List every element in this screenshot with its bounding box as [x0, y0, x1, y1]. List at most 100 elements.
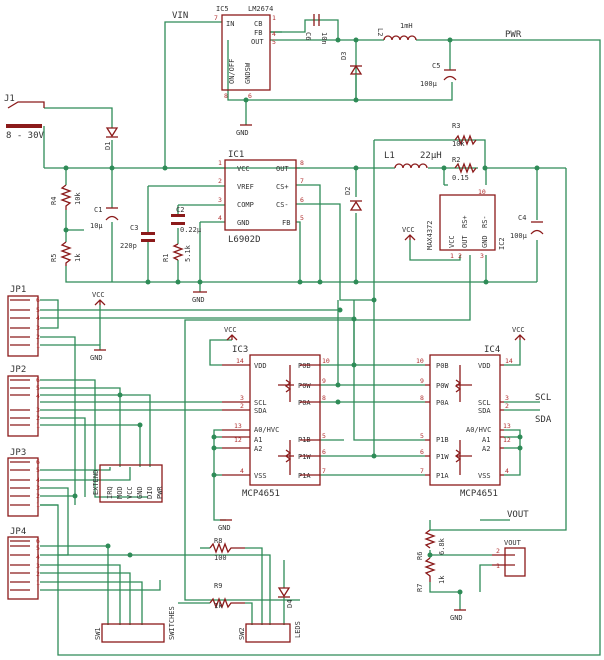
svg-text:12: 12: [234, 436, 242, 444]
svg-text:JP4: JP4: [10, 527, 26, 537]
junctions: [63, 37, 540, 595]
svg-text:GND: GND: [218, 524, 231, 532]
svg-text:VCC: VCC: [92, 291, 105, 299]
svg-text:CS-: CS-: [276, 201, 289, 209]
svg-text:VREF: VREF: [237, 183, 254, 191]
svg-text:6: 6: [300, 196, 304, 204]
svg-text:14: 14: [236, 357, 244, 365]
wires: [40, 19, 601, 656]
svg-text:4: 4: [36, 553, 40, 561]
r6-resistor: R6 6.8k: [416, 529, 446, 560]
svg-text:P0B: P0B: [298, 362, 311, 370]
svg-text:VDD: VDD: [254, 362, 267, 370]
ic5-pin-cb: CB: [254, 20, 262, 28]
svg-text:0.15: 0.15: [452, 174, 469, 182]
svg-text:2: 2: [218, 177, 222, 185]
l1-inductor: L1 22µH: [384, 151, 442, 169]
svg-text:6: 6: [36, 296, 40, 304]
svg-text:10µ: 10µ: [90, 222, 103, 230]
svg-text:R2: R2: [452, 156, 460, 164]
net-label-pwr: PWR: [505, 30, 522, 40]
svg-text:1mH: 1mH: [400, 22, 413, 30]
svg-text:5: 5: [322, 432, 326, 440]
svg-text:C4: C4: [518, 214, 526, 222]
ic5-ref: IC5: [216, 5, 229, 13]
d3-diode: D3: [340, 52, 363, 100]
jp2-header: JP2 6 5 4 3 2 1: [7, 365, 40, 437]
svg-text:J1: J1: [4, 94, 15, 104]
svg-text:VCC: VCC: [224, 326, 237, 334]
svg-text:7: 7: [322, 467, 326, 475]
svg-text:A0/HVC: A0/HVC: [466, 426, 491, 434]
svg-text:R6: R6: [416, 552, 424, 560]
svg-text:3: 3: [36, 406, 40, 414]
ic4-digital-pot: IC4 MCP4651 P0B P0W P0A P1B P1W P1A VDD …: [416, 345, 513, 499]
sw2-leds: SW2 LEDS: [238, 621, 302, 643]
svg-text:A1: A1: [254, 436, 262, 444]
svg-text:MCP4651: MCP4651: [460, 489, 498, 499]
svg-text:JP2: JP2: [10, 365, 26, 375]
svg-text:VSS: VSS: [478, 472, 491, 480]
svg-text:SWITCHES: SWITCHES: [168, 606, 176, 640]
svg-text:VSS: VSS: [254, 472, 267, 480]
svg-text:3: 3: [480, 252, 484, 260]
ic5-pin-gndsw: GNDSW: [244, 62, 252, 84]
svg-text:P1A: P1A: [436, 472, 449, 480]
svg-text:D4: D4: [286, 600, 294, 608]
svg-text:100µ: 100µ: [420, 80, 438, 88]
svg-text:P1W: P1W: [436, 453, 449, 461]
svg-text:D1: D1: [104, 142, 112, 150]
svg-text:100µ: 100µ: [510, 232, 528, 240]
svg-text:2: 2: [36, 414, 40, 422]
svg-text:GND: GND: [481, 235, 489, 248]
j1-power-jack: J1 8 - 30V: [4, 94, 45, 168]
c4-capacitor: C4 100µ: [510, 214, 544, 240]
d4-diode: D4: [277, 587, 294, 608]
svg-text:0.22µ: 0.22µ: [180, 226, 202, 234]
gnd-symbol: GND: [192, 286, 207, 304]
svg-text:1: 1: [496, 562, 500, 570]
svg-text:5: 5: [36, 466, 40, 474]
svg-text:IRQ: IRQ: [106, 486, 114, 499]
r4-resistor: R4 10k: [50, 184, 82, 210]
j1-voltage-label: 8 - 30V: [6, 131, 45, 141]
r8-resistor: R8 100: [209, 537, 245, 562]
svg-text:SCL: SCL: [478, 399, 491, 407]
svg-text:LEDS: LEDS: [294, 621, 302, 638]
d2-diode: D2: [344, 187, 363, 211]
svg-text:6: 6: [420, 448, 424, 456]
svg-text:2: 2: [36, 570, 40, 578]
svg-text:A1: A1: [482, 436, 490, 444]
svg-text:GND: GND: [237, 219, 250, 227]
svg-text:D3: D3: [340, 52, 348, 60]
svg-text:SDA: SDA: [478, 407, 491, 415]
svg-text:A2: A2: [482, 445, 490, 453]
r2-resistor: R2 0.15: [452, 156, 477, 182]
svg-text:4: 4: [505, 467, 509, 475]
svg-text:SW1: SW1: [94, 627, 102, 640]
svg-text:5: 5: [272, 38, 276, 46]
svg-text:2: 2: [36, 333, 40, 341]
svg-text:6: 6: [322, 448, 326, 456]
svg-text:C2: C2: [176, 206, 184, 214]
svg-text:1: 1: [272, 14, 276, 22]
svg-text:VDD: VDD: [478, 362, 491, 370]
svg-text:8: 8: [224, 92, 228, 100]
svg-text:EXTEND: EXTEND: [92, 470, 100, 495]
svg-text:JP1: JP1: [10, 285, 26, 295]
svg-text:2: 2: [36, 492, 40, 500]
sw1-switches: SW1 SWITCHES: [94, 606, 176, 643]
svg-text:6: 6: [248, 92, 252, 100]
svg-text:L1: L1: [384, 151, 395, 161]
d1-diode: D1: [104, 127, 119, 150]
svg-text:C1: C1: [94, 206, 102, 214]
svg-text:1: 1: [36, 422, 40, 430]
svg-text:JP3: JP3: [10, 448, 26, 458]
svg-text:P1B: P1B: [436, 436, 449, 444]
svg-text:9: 9: [420, 377, 424, 385]
svg-text:1: 1: [36, 579, 40, 587]
svg-text:GND: GND: [236, 129, 249, 137]
svg-text:VCC: VCC: [512, 326, 525, 334]
svg-text:1: 1: [218, 159, 222, 167]
r7-resistor: R7 1k: [416, 557, 446, 592]
